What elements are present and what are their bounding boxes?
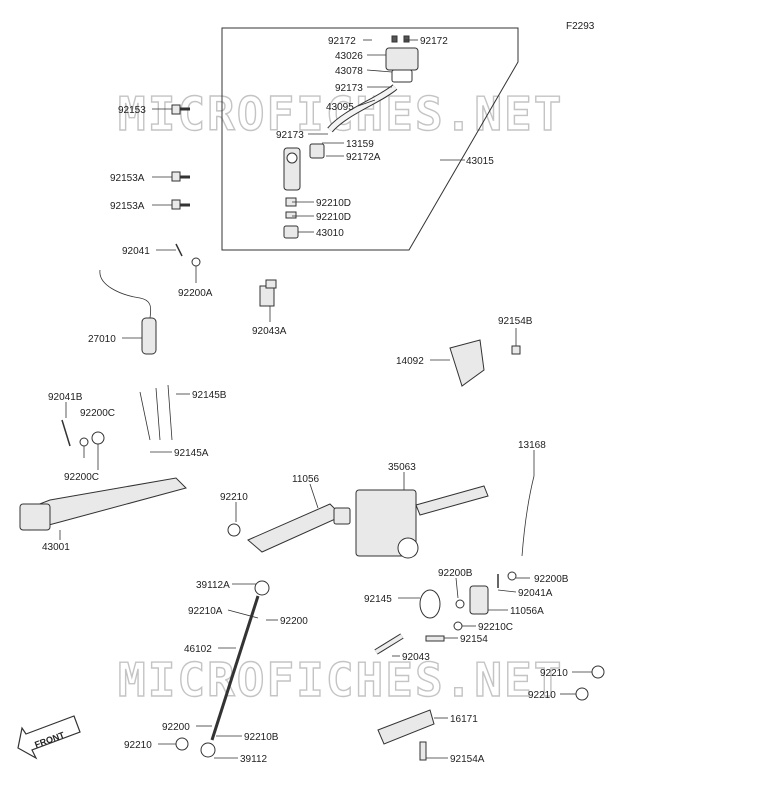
label-92210-c: 92210 [540, 668, 568, 679]
nut-92210-c-icon [591, 665, 605, 679]
bracket-92043A-icon [259, 279, 277, 307]
label-43010: 43010 [316, 228, 344, 239]
label-35063: 35063 [388, 462, 416, 473]
nut-92210C-icon [453, 621, 463, 631]
spring-92145-icon [419, 589, 441, 619]
label-92210C: 92210C [478, 622, 513, 633]
label-27010: 27010 [88, 334, 116, 345]
label-92210-d: 92210 [528, 690, 556, 701]
label-43001: 43001 [42, 542, 70, 553]
rod-46102-icon [200, 580, 270, 758]
switch-27010-icon [99, 269, 157, 355]
label-92200-a: 92200 [280, 616, 308, 627]
label-92200C-a: 92200C [80, 408, 115, 419]
master-cylinder-icon [283, 143, 325, 239]
label-39112A: 39112A [196, 580, 230, 591]
bolt-92154A-icon [419, 741, 427, 761]
plate-16171-icon [377, 709, 435, 745]
label-92210D-a: 92210D [316, 198, 351, 209]
label-46102: 46102 [184, 644, 212, 655]
label-92173-b: 92173 [276, 130, 304, 141]
label-92200B-b: 92200B [534, 574, 569, 585]
label-16171: 16171 [450, 714, 478, 725]
label-92154A: 92154A [450, 754, 485, 765]
front-arrow-icon: FRONT [17, 715, 81, 760]
bolt-92154-icon [425, 635, 445, 642]
nut-92210-b-icon [175, 737, 189, 751]
figure-code: F2293 [566, 21, 595, 32]
label-92043A: 92043A [252, 326, 287, 337]
label-92200B-a: 92200B [438, 568, 473, 579]
label-14092: 14092 [396, 356, 424, 367]
knob-14092-icon [449, 339, 485, 387]
rod-13168-icon [521, 475, 535, 557]
label-92145: 92145 [364, 594, 392, 605]
bushing-92200C-icon [91, 431, 105, 445]
label-92210D-b: 92210D [316, 212, 351, 223]
label-92210B: 92210B [244, 732, 279, 743]
brake-pedal-43001-icon [19, 477, 187, 531]
label-11056A: 11056A [510, 606, 544, 617]
label-92153A-b: 92153A [110, 201, 145, 212]
label-13159: 13159 [346, 139, 374, 150]
label-43026: 43026 [335, 51, 363, 62]
label-92210-b: 92210 [124, 740, 152, 751]
pin-92041B-icon [61, 419, 71, 447]
bolt-92153A-a-icon [171, 171, 190, 182]
label-92153A-a: 92153A [110, 173, 145, 184]
label-92200C-b: 92200C [64, 472, 99, 483]
pin-92041-icon [175, 243, 183, 257]
label-92210-a: 92210 [220, 492, 248, 503]
label-92153: 92153 [118, 105, 146, 116]
label-92145A: 92145A [174, 448, 209, 459]
nut-92210-a-icon [227, 523, 241, 537]
label-11056: 11056 [292, 474, 320, 485]
bolt-92153-icon [171, 104, 190, 115]
washer-92200B-right-icon [507, 571, 517, 581]
spring-92145A-icon [139, 391, 151, 441]
shaft-11056-icon [247, 503, 351, 553]
pin-92043-icon [374, 633, 404, 655]
watermark-top: MICROFICHES.NET [118, 87, 563, 141]
label-92172A: 92172A [346, 152, 381, 163]
label-43078: 43078 [335, 66, 363, 77]
label-92200A: 92200A [178, 288, 213, 299]
label-92173-a: 92173 [335, 83, 363, 94]
label-92154: 92154 [460, 634, 488, 645]
label-43095: 43095 [326, 102, 354, 113]
leader-lines [59, 39, 592, 759]
reservoir-icon [385, 35, 419, 83]
spring-92145B-icon [155, 384, 173, 441]
lever-11056A-icon [469, 585, 489, 615]
label-39112: 39112 [240, 754, 268, 765]
label-92041A: 92041A [518, 588, 553, 599]
label-13168: 13168 [518, 440, 546, 451]
label-92210A: 92210A [188, 606, 223, 617]
bracket-35063-icon [355, 485, 489, 559]
nut-92210-d-icon [575, 687, 589, 701]
label-92200-b: 92200 [162, 722, 190, 733]
washer-92200A-icon [191, 257, 201, 267]
label-92041: 92041 [122, 246, 150, 257]
screw-92154B-icon [511, 345, 521, 355]
label-92172-right: 92172 [420, 36, 448, 47]
label-92172-left: 92172 [328, 36, 356, 47]
label-43015: 43015 [466, 156, 494, 167]
label-92154B: 92154B [498, 316, 533, 327]
label-92043: 92043 [402, 652, 430, 663]
bolt-92153A-b-icon [171, 199, 190, 210]
washer-92200B-left-icon [455, 599, 465, 609]
label-92041B: 92041B [48, 392, 83, 403]
watermark-bottom: MICROFICHES.NET [118, 653, 563, 707]
label-92145B: 92145B [192, 390, 227, 401]
washer-92200C-icon [79, 437, 89, 447]
assembly-box-43015 [221, 27, 519, 251]
